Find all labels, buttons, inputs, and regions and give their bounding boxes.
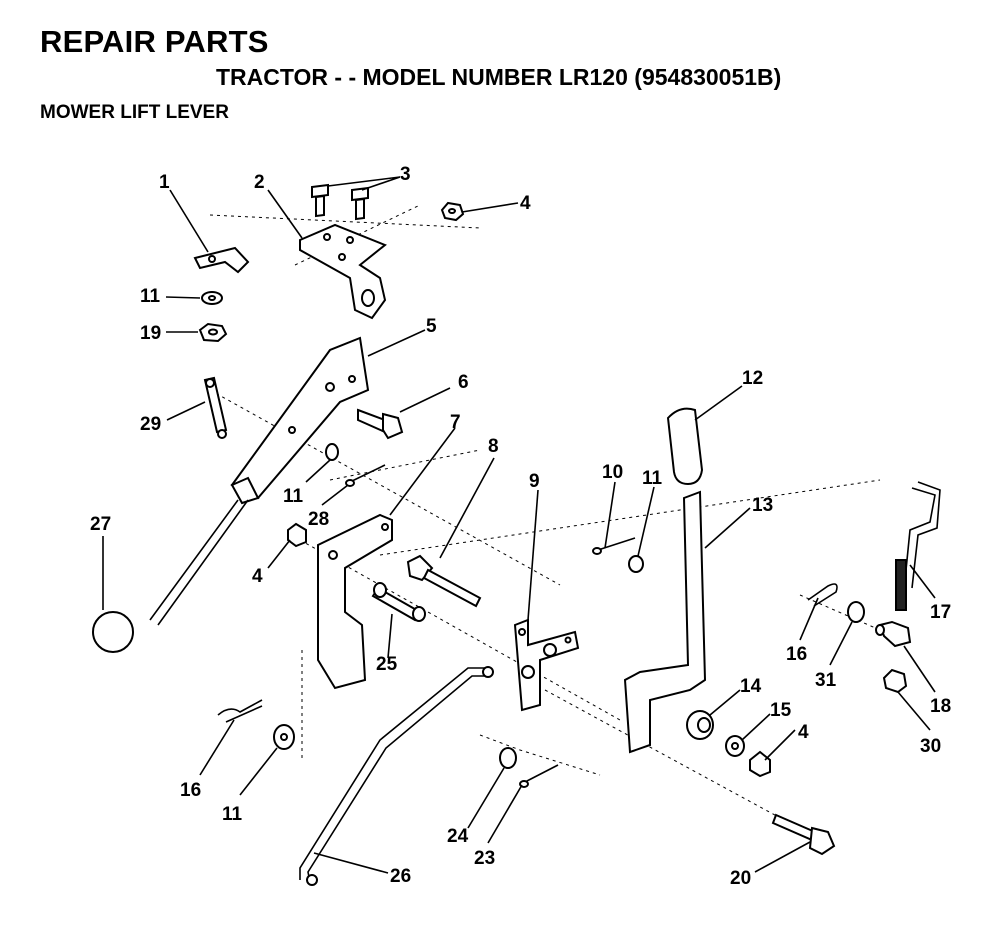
callout-5: 5 <box>426 316 437 337</box>
part-11-washer-lower <box>273 724 295 750</box>
part-24-washer <box>499 747 517 769</box>
part-18-pin <box>875 620 912 648</box>
callout-29: 29 <box>140 414 161 435</box>
part-29-link <box>203 376 228 439</box>
part-14-bushing <box>686 710 714 740</box>
part-10-cotter-pin <box>592 537 636 555</box>
callout-20: 20 <box>730 868 751 889</box>
section-title: MOWER LIFT LEVER <box>40 102 229 123</box>
callout-8: 8 <box>488 436 499 457</box>
part-3-bolts <box>311 183 369 221</box>
part-26-rod <box>299 666 494 886</box>
part-19-nut <box>198 322 228 343</box>
callout-18: 18 <box>930 696 951 717</box>
callout-16-right: 16 <box>786 644 807 665</box>
callout-28: 28 <box>308 509 329 530</box>
callout-4: 4 <box>520 193 531 214</box>
part-15-washer <box>725 735 745 757</box>
part-16-hairpin-clip-right <box>807 583 838 607</box>
callout-23: 23 <box>474 848 495 869</box>
part-11-washer-right <box>628 555 644 573</box>
callout-4-left: 4 <box>252 566 263 587</box>
part-12-grip <box>666 407 704 486</box>
model-subtitle: TRACTOR - - MODEL NUMBER LR120 (95483005… <box>216 64 782 90</box>
part-27-knob <box>92 611 134 653</box>
callout-1: 1 <box>159 172 170 193</box>
callout-11-mid: 11 <box>283 486 304 507</box>
part-13-lever <box>623 490 707 754</box>
callout-31: 31 <box>815 670 837 691</box>
part-4-nut <box>440 201 465 222</box>
callout-12: 12 <box>742 368 763 389</box>
callout-11-lower: 11 <box>222 804 243 825</box>
part-31-washer <box>847 601 865 623</box>
callout-11: 11 <box>140 286 161 307</box>
part-25-spacer <box>371 582 426 622</box>
part-17-rod <box>895 481 941 611</box>
callout-19: 19 <box>140 323 161 344</box>
callout-7: 7 <box>450 412 461 433</box>
leader-lines <box>102 176 936 874</box>
callout-27: 27 <box>90 514 111 535</box>
callout-6: 6 <box>458 372 469 393</box>
page-title: REPAIR PARTS <box>40 24 269 59</box>
callout-10: 10 <box>602 462 623 483</box>
part-4-nut-right <box>749 750 771 778</box>
callout-15: 15 <box>770 700 792 721</box>
part-20-bolt <box>771 813 836 856</box>
callout-3: 3 <box>400 164 411 185</box>
callout-2: 2 <box>254 172 265 193</box>
part-28-cotter-pin <box>345 464 386 487</box>
callout-9: 9 <box>529 471 540 492</box>
callout-4-right: 4 <box>798 722 809 743</box>
callout-11-right: 11 <box>642 468 663 489</box>
part-23-cotter-pin <box>519 764 559 788</box>
part-7-plate <box>317 513 393 690</box>
part-6-bolt <box>357 408 404 440</box>
callout-16: 16 <box>180 780 201 801</box>
callout-labels: 1 2 3 4 11 19 5 29 6 27 11 28 7 4 8 9 10… <box>90 164 951 889</box>
part-2-bracket <box>299 223 387 320</box>
part-9-bracket <box>513 618 580 712</box>
callout-24: 24 <box>447 826 469 847</box>
part-16-hairpin-clip <box>217 699 263 723</box>
callout-30: 30 <box>920 736 941 757</box>
callout-25: 25 <box>376 654 398 675</box>
callout-14: 14 <box>740 676 762 697</box>
callout-13: 13 <box>752 495 773 516</box>
part-4-nut-left <box>287 522 307 548</box>
part-11-washer <box>201 291 223 305</box>
callout-17: 17 <box>930 602 951 623</box>
part-30-nut <box>882 668 908 694</box>
part-1-clip <box>193 246 250 274</box>
callout-26: 26 <box>390 866 411 887</box>
part-5-lift-arm <box>149 336 370 626</box>
part-8-bolt <box>406 554 482 608</box>
part-11-washer-mid <box>325 443 339 461</box>
